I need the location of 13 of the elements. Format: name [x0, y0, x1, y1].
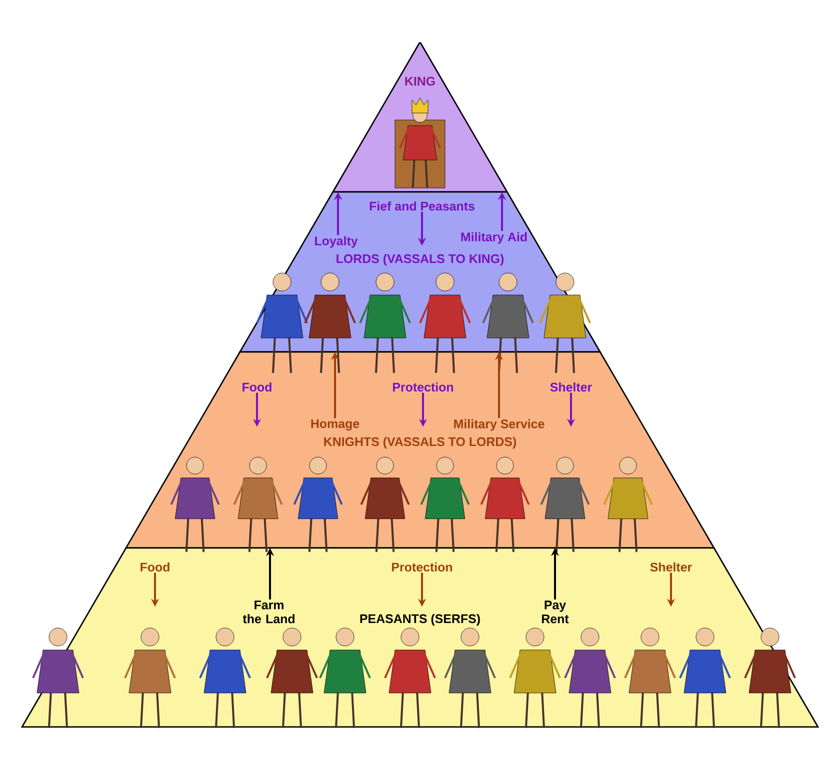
flow-label: Military Service	[454, 419, 544, 431]
flow-label: Farm the Land	[242, 600, 294, 624]
flow-label: Protection	[392, 562, 452, 572]
flow-label: Shelter	[650, 562, 692, 572]
flow-label: Protection	[393, 382, 454, 392]
flow-label: Military Aid	[461, 232, 527, 244]
flow-label: Food	[242, 382, 272, 392]
flow-label: Shelter	[550, 382, 592, 392]
flow-label: Pay Rent	[542, 600, 569, 624]
flow-label: Fief and Peasants	[370, 201, 474, 211]
flow-label: Loyalty	[315, 236, 358, 248]
flow-label: Homage	[311, 419, 360, 431]
flow-label: Food	[140, 562, 170, 572]
